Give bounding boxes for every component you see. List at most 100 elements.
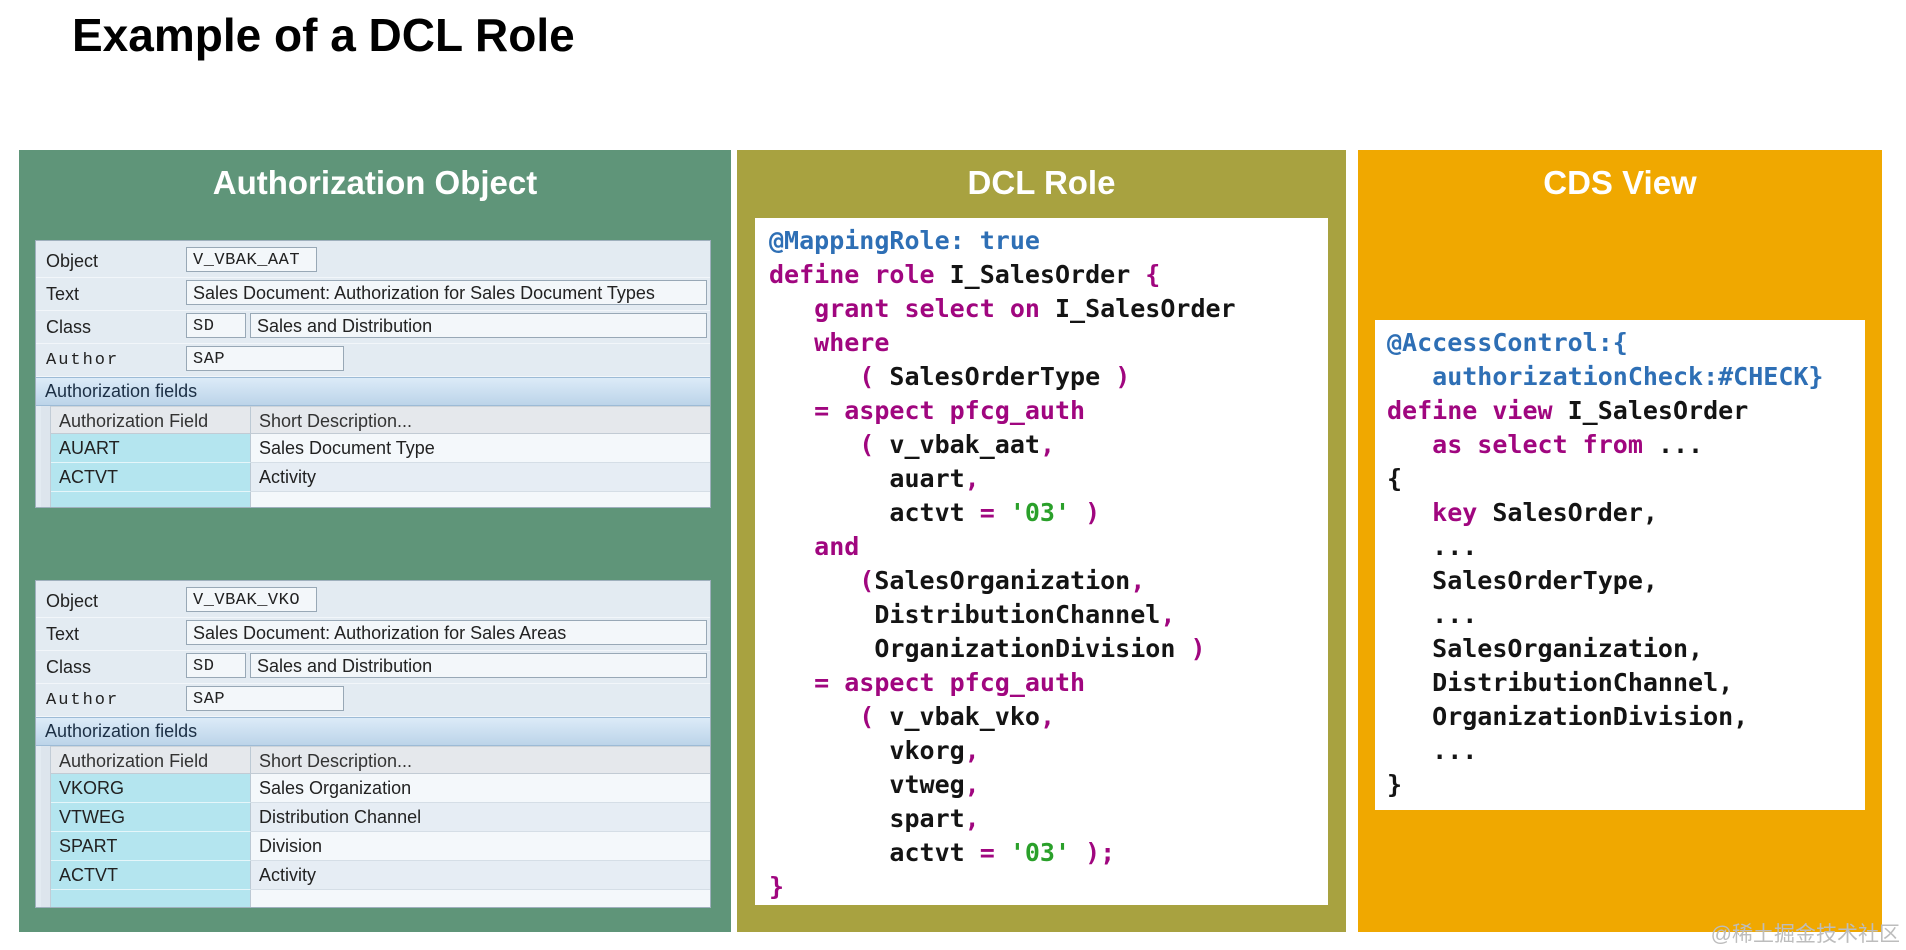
row-selector-strip bbox=[41, 861, 51, 890]
code-line: ( v_vbak_aat, bbox=[769, 430, 1055, 459]
code-line: SalesOrderType, bbox=[1387, 566, 1658, 595]
cds-code-box: @AccessControl:{ authorizationCheck:#CHE… bbox=[1375, 320, 1865, 810]
authorization-fields-bar: Authorization fields bbox=[36, 717, 710, 746]
code-line: ... bbox=[1387, 532, 1478, 561]
class-label: Class bbox=[46, 317, 92, 337]
code-line: auart, bbox=[769, 464, 980, 493]
code-line: = aspect pfcg_auth bbox=[769, 396, 1086, 425]
auth-field-cell bbox=[51, 492, 251, 507]
row-selector-strip bbox=[41, 406, 51, 434]
class-description-field: Sales and Distribution bbox=[250, 653, 707, 678]
panel-cds-view: CDS View @AccessControl:{ authorizationC… bbox=[1358, 150, 1882, 932]
code-line: vtweg, bbox=[769, 770, 980, 799]
code-line: ... bbox=[1387, 600, 1478, 629]
code-line: @AccessControl:{ bbox=[1387, 328, 1628, 357]
auth-field-cell: VKORG bbox=[51, 774, 251, 803]
code-line: define view I_SalesOrder bbox=[1387, 396, 1749, 425]
code-line: ... bbox=[1387, 736, 1478, 765]
dcl-role-header: DCL Role bbox=[967, 164, 1116, 201]
code-line: vkorg, bbox=[769, 736, 980, 765]
author-label: Author bbox=[46, 691, 120, 710]
auth-field-cell: AUART bbox=[51, 434, 251, 463]
auth-description-cell: Distribution Channel bbox=[251, 803, 710, 832]
auth-field-cell: ACTVT bbox=[51, 861, 251, 890]
code-line: authorizationCheck:#CHECK} bbox=[1387, 362, 1824, 391]
auth-description-cell: Division bbox=[251, 832, 710, 861]
code-line: actvt = '03' ) bbox=[769, 498, 1101, 527]
class-description-field: Sales and Distribution bbox=[250, 313, 707, 338]
auth-field-cell: ACTVT bbox=[51, 463, 251, 492]
short-description-header: Short Description... bbox=[251, 406, 710, 434]
author-field: SAP bbox=[186, 686, 344, 711]
code-line: and bbox=[769, 532, 860, 561]
object-field: V_VBAK_AAT bbox=[186, 247, 317, 272]
cds-view-header: CDS View bbox=[1543, 164, 1697, 201]
code-line: OrganizationDivision, bbox=[1387, 702, 1749, 731]
dcl-code-box: @MappingRole: true define role I_SalesOrd… bbox=[755, 218, 1328, 905]
text-label: Text bbox=[46, 284, 80, 304]
auth-field-cell bbox=[51, 890, 251, 907]
code-line: DistributionChannel, bbox=[1387, 668, 1734, 697]
row-selector-strip bbox=[41, 492, 51, 507]
text-field: Sales Document: Authorization for Sales … bbox=[186, 620, 707, 645]
row-selector-strip bbox=[41, 890, 51, 907]
row-selector-strip bbox=[41, 463, 51, 492]
code-line: as select from ... bbox=[1387, 430, 1704, 459]
author-label: Author bbox=[46, 351, 120, 370]
auth-description-cell bbox=[251, 492, 710, 507]
authorization-object-header: Authorization Object bbox=[212, 164, 538, 201]
text-row: Text Sales Document: Authorization for Sa… bbox=[36, 618, 710, 651]
row-selector-strip bbox=[41, 774, 51, 803]
auth-description-cell: Activity bbox=[251, 463, 710, 492]
auth-description-cell: Sales Organization bbox=[251, 774, 710, 803]
code-line: } bbox=[769, 872, 785, 901]
code-line: actvt = '03' ); bbox=[769, 838, 1116, 867]
auth-description-cell bbox=[251, 890, 710, 907]
code-line: @MappingRole: true bbox=[769, 226, 1040, 255]
row-selector-strip bbox=[41, 434, 51, 463]
empty-table-row bbox=[41, 890, 710, 907]
auth-field-cell: VTWEG bbox=[51, 803, 251, 832]
auth-description-cell: Sales Document Type bbox=[251, 434, 710, 463]
authorization-fields-bar: Authorization fields bbox=[36, 377, 710, 406]
code-line: grant select on I_SalesOrder bbox=[814, 294, 1236, 323]
object-field: V_VBAK_VKO bbox=[186, 587, 317, 612]
auth-field-header: Authorization Field bbox=[51, 746, 251, 774]
code-line: = aspect pfcg_auth bbox=[769, 668, 1086, 697]
code-line: SalesOrganization, bbox=[1387, 634, 1704, 663]
row-selector-strip bbox=[41, 746, 51, 774]
panel-dcl-role: DCL Role @MappingRole: true define role I… bbox=[737, 150, 1346, 932]
code-line: (SalesOrganization, bbox=[769, 566, 1146, 595]
row-selector-strip bbox=[41, 832, 51, 861]
code-line: { bbox=[1387, 464, 1403, 493]
auth-field-cell: SPART bbox=[51, 832, 251, 861]
class-code-field: SD bbox=[186, 653, 246, 678]
row-selector-strip bbox=[41, 803, 51, 832]
text-label: Text bbox=[46, 624, 80, 644]
code-line: define role I_SalesOrder { bbox=[769, 260, 1161, 289]
code-line: DistributionChannel, bbox=[769, 600, 1176, 629]
class-label: Class bbox=[46, 657, 92, 677]
code-line: spart, bbox=[769, 804, 980, 833]
code-line: key SalesOrder, bbox=[1432, 498, 1658, 527]
